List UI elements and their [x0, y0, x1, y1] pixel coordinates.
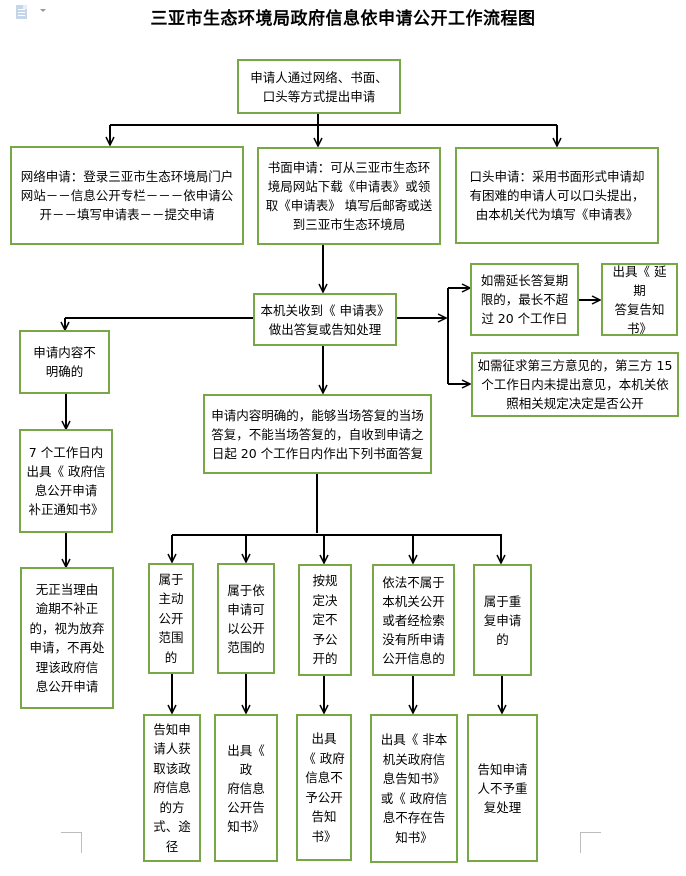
page-corner-mark-left: [61, 832, 82, 853]
step-start: 申请人通过网络、书面、 口头等方式提出申请: [237, 59, 401, 114]
outcome-not-held-notice-text: 出具《 非本 机关政府信 息告知书》 或《 政府信 息不存在告 知书》: [380, 732, 448, 845]
outcome-disclosure-notice: 出具《 政 府信息 公开告 知书》: [214, 714, 278, 862]
step-written-application: 书面申请：可从三亚市生态环 境局网站下载《申请表》或领 取《申请表》 填写后邮寄…: [257, 147, 441, 245]
category-not-disclosed-text: 按规 定决 定不 予公 开的: [312, 573, 338, 667]
step-receive-text: 本机关收到《 申请表》 做出答复或告知处理: [260, 302, 390, 337]
step-third-party: 如需征求第三方意见的，第三方 15 个工作日内未提出意见，本机关依 照相关规定决…: [471, 352, 679, 417]
step-clear-request: 申请内容明确的，能够当场答复的当场 答复，不能当场答复的，自收到申请之 日起 2…: [203, 394, 432, 474]
caret-down-icon[interactable]: [40, 9, 46, 12]
outcome-duplicate-notice: 告知申请 人不予重 复处理: [467, 714, 538, 862]
category-duplicate: 属于重 复申请 的: [473, 564, 532, 676]
category-proactive-disclosure: 属于 主动 公开 范围 的: [148, 563, 194, 674]
category-not-disclosed: 按规 定决 定不 予公 开的: [298, 564, 352, 676]
category-not-held-text: 依法不属于 本机关公开 或者经检索 没有所申请 公开信息的: [382, 574, 445, 666]
outcome-duplicate-notice-text: 告知申请 人不予重 复处理: [477, 761, 528, 815]
step-written-application-text: 书面申请：可从三亚市生态环 境局网站下载《申请表》或领 取《申请表》 填写后邮寄…: [265, 160, 433, 232]
step-unclear: 申请内容不 明确的: [19, 330, 110, 394]
category-disclosable: 属于依 申请可 以公开 范围的: [217, 563, 275, 674]
step-extension-notice: 出具《 延期 答复告知 书》: [601, 263, 678, 336]
step-third-party-text: 如需征求第三方意见的，第三方 15 个工作日内未提出意见，本机关依 照相关规定决…: [477, 358, 673, 411]
document-icon[interactable]: [16, 5, 27, 19]
category-duplicate-text: 属于重 复申请 的: [483, 593, 522, 647]
outcome-non-disclosure-notice: 出具 《 政府 信息不 予公开 告知 书》: [296, 714, 352, 861]
category-disclosable-text: 属于依 申请可 以公开 范围的: [227, 582, 265, 655]
page-title: 三亚市生态环境局政府信息依申请公开工作流程图: [150, 9, 536, 29]
outcome-disclosure-notice-text: 出具《 政 府信息 公开告 知书》: [227, 742, 265, 834]
step-extension: 如需延长答复期 限的，最长不超 过 20 个工作日: [470, 263, 579, 336]
step-online-application-text: 网络申请：登录三亚市生态环境局门户 网站－－信息公开专栏－－－依申请公 开－－填…: [20, 169, 234, 222]
page-corner-mark-right: [580, 832, 601, 853]
step-unclear-text: 申请内容不 明确的: [33, 345, 96, 379]
step-correction-notice-text: 7 个工作日内 出具《 政府信 息公开申请 补正通知书》: [26, 445, 106, 517]
step-start-text: 申请人通过网络、书面、 口头等方式提出申请: [250, 69, 388, 104]
outcome-inform-access-method-text: 告知申 请人获 取该政 府信息 的方 式、途 径: [153, 721, 191, 854]
outcome-inform-access-method: 告知申 请人获 取该政 府信息 的方 式、途 径: [143, 714, 201, 862]
step-receive: 本机关收到《 申请表》 做出答复或告知处理: [253, 293, 397, 346]
outcome-non-disclosure-notice-text: 出具 《 政府 信息不 予公开 告知 书》: [303, 731, 345, 844]
step-clear-request-text: 申请内容明确的，能够当场答复的当场 答复，不能当场答复的，自收到申请之 日起 2…: [211, 407, 424, 461]
step-abandoned: 无正当理由 逾期不补正 的，视为放弃 申请，不再处 理该政府信 息公开申请: [20, 567, 114, 709]
outcome-not-held-notice: 出具《 非本 机关政府信 息告知书》 或《 政府信 息不存在告 知书》: [370, 714, 458, 863]
step-extension-text: 如需延长答复期 限的，最长不超 过 20 个工作日: [480, 273, 569, 326]
step-oral-application: 口头申请：采用书面形式申请却 有困难的申请人可以口头提出， 由本机关代为填写《申…: [455, 147, 659, 244]
category-not-held: 依法不属于 本机关公开 或者经检索 没有所申请 公开信息的: [372, 564, 455, 676]
step-abandoned-text: 无正当理由 逾期不补正 的，视为放弃 申请，不再处 理该政府信 息公开申请: [29, 581, 105, 695]
step-extension-notice-text: 出具《 延期 答复告知 书》: [612, 263, 667, 336]
category-proactive-disclosure-text: 属于 主动 公开 范围 的: [158, 571, 184, 665]
step-oral-application-text: 口头申请：采用书面形式申请却 有困难的申请人可以口头提出， 由本机关代为填写《申…: [469, 169, 645, 222]
step-online-application: 网络申请：登录三亚市生态环境局门户 网站－－信息公开专栏－－－依申请公 开－－填…: [10, 146, 244, 245]
step-correction-notice: 7 个工作日内 出具《 政府信 息公开申请 补正通知书》: [19, 429, 113, 533]
